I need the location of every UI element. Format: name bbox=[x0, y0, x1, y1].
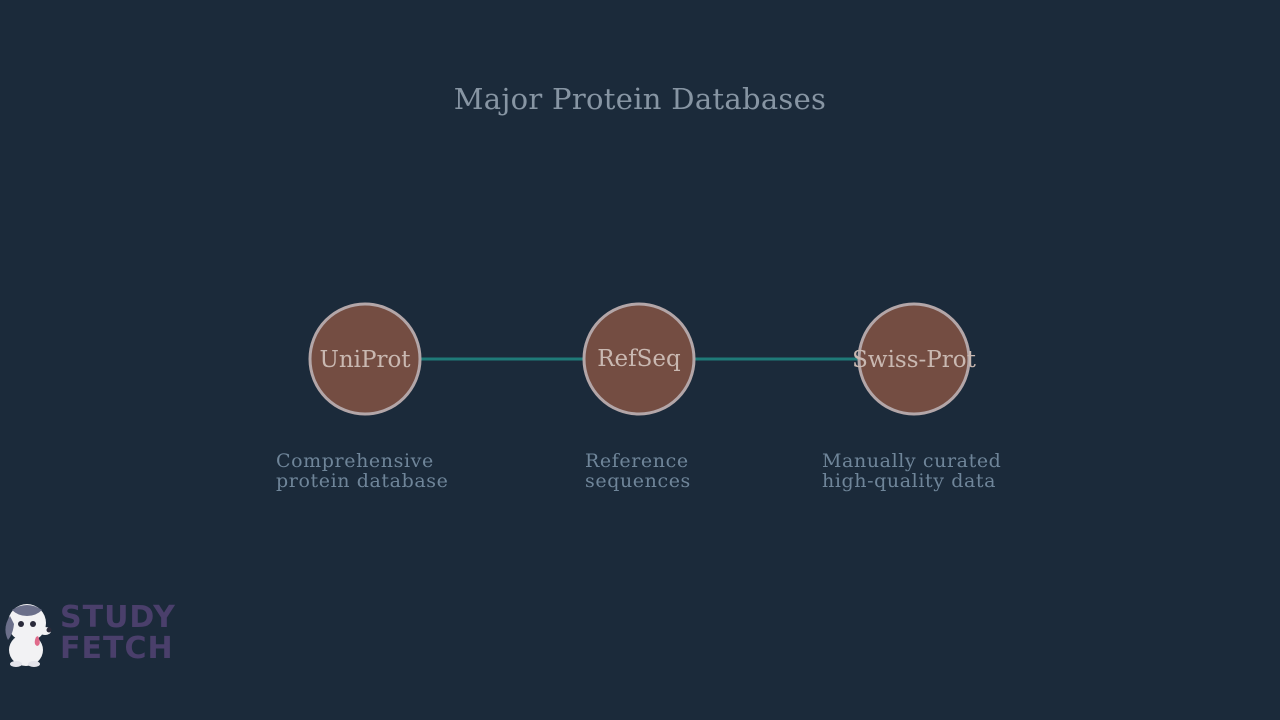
node-swissprot: Swiss-Prot bbox=[852, 302, 977, 416]
description-line: Manually curated bbox=[822, 450, 1002, 472]
node-circle bbox=[857, 302, 971, 416]
page-title: Major Protein Databases bbox=[453, 82, 827, 116]
description-line: sequences bbox=[585, 470, 691, 492]
node-label-uniprot: UniProt bbox=[319, 347, 411, 373]
description-line: protein database bbox=[276, 470, 449, 492]
description-uniprot: Comprehensive protein database bbox=[276, 451, 448, 491]
node-label-swissprot: Swiss-Prot bbox=[852, 347, 976, 373]
node-refseq: RefSeq bbox=[582, 302, 696, 416]
description-line: Reference bbox=[585, 450, 689, 472]
description-line: Comprehensive bbox=[276, 450, 434, 472]
logo-line: STUDY bbox=[60, 600, 176, 635]
description-swissprot: Manually curated high-quality data bbox=[822, 451, 1001, 491]
node-uniprot: UniProt bbox=[308, 302, 422, 416]
description-refseq: Reference sequences bbox=[585, 451, 691, 491]
description-line: high-quality data bbox=[822, 470, 997, 492]
studyfetch-logo: STUDY FETCH bbox=[0, 598, 190, 670]
logo-wordmark: STUDY FETCH bbox=[60, 602, 176, 664]
node-label-refseq: RefSeq bbox=[597, 346, 681, 372]
node-circle bbox=[582, 302, 696, 416]
logo-line: FETCH bbox=[60, 631, 174, 666]
dog-mascot-icon bbox=[5, 604, 52, 667]
node-circle bbox=[308, 302, 422, 416]
